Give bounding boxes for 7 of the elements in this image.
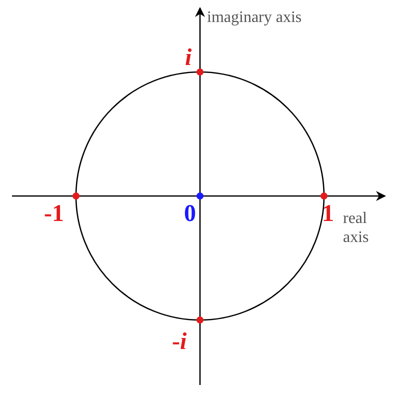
point-label: i (185, 46, 192, 70)
point-label: -1 (44, 202, 64, 226)
point-label: 0 (184, 202, 196, 226)
axis-label: imaginary axis (207, 10, 302, 26)
axis-label: real axis (343, 209, 370, 248)
point-label: -i (172, 330, 187, 354)
point-label: 1 (322, 202, 334, 226)
